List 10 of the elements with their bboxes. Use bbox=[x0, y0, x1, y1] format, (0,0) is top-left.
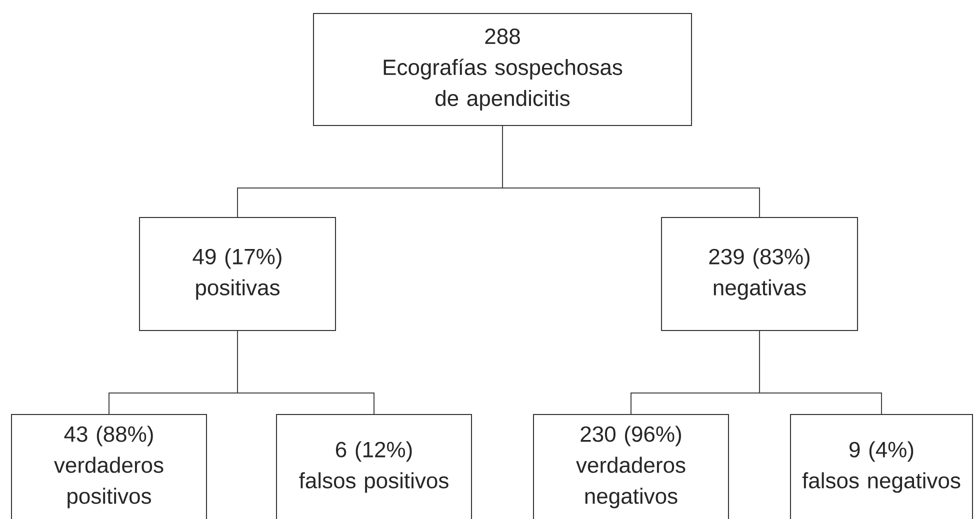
connector-line bbox=[502, 126, 760, 218]
count-box: 49 (17%) positivas bbox=[139, 217, 336, 331]
connector-line bbox=[759, 330, 882, 414]
count-box: 288 Ecografías sospechosas de apendicitis bbox=[313, 13, 692, 126]
connector-line bbox=[237, 330, 374, 414]
count-box: 230 (96%) verdaderos negativos bbox=[533, 414, 729, 519]
count-box: 9 (4%) falsos negativos bbox=[790, 414, 974, 519]
count-box: 239 (83%) negativas bbox=[661, 217, 858, 331]
count-box: 6 (12%) falsos positivos bbox=[276, 414, 472, 519]
count-box: 43 (88%) verdaderos positivos bbox=[11, 414, 207, 519]
